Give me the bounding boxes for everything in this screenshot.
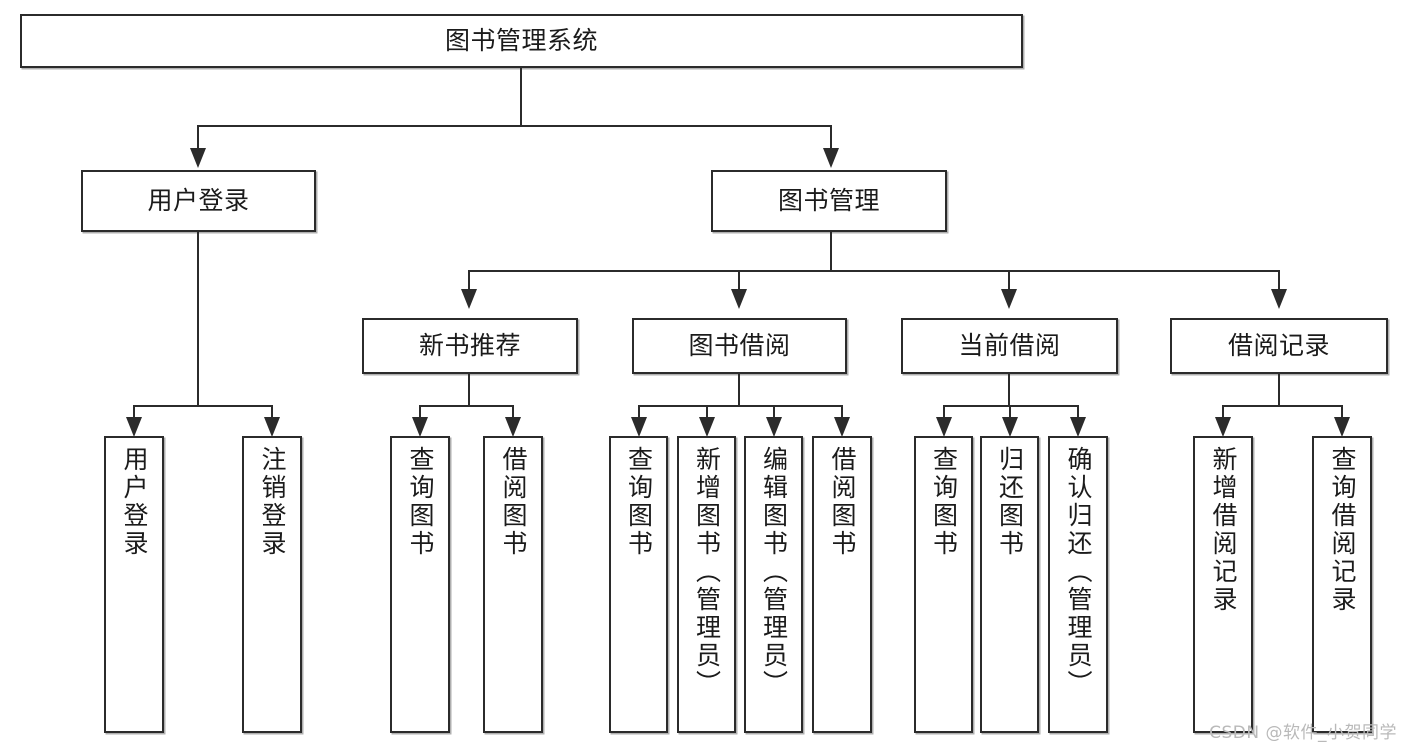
arrow-to-leaf-add-book (699, 417, 715, 437)
node-label: 查询借阅记录 (1328, 446, 1357, 614)
leaf-query-book-recommend[interactable]: 查询图书 (390, 436, 450, 733)
node-label: 新书推荐 (418, 331, 521, 360)
leaf-logout[interactable]: 注销登录 (242, 436, 302, 733)
connector-user-login-bus (133, 405, 272, 407)
connector-current-borrow-drop-2 (1009, 405, 1011, 418)
connector-root-stem (520, 68, 522, 125)
node-label: 归还图书 (995, 446, 1025, 558)
connector-borrow-records-bus (1222, 405, 1342, 407)
arrow-to-user-login (190, 148, 206, 168)
arrow-to-leaf-query-book-3 (936, 417, 952, 437)
arrow-to-leaf-user-login (126, 417, 142, 437)
connector-current-borrow-drop-1 (943, 405, 945, 418)
leaf-confirm-return-admin[interactable]: 确认归还（管理员） (1048, 436, 1108, 733)
arrow-to-leaf-return-book (1002, 417, 1018, 437)
connector-user-login-drop-2 (271, 405, 273, 418)
arrow-to-current-borrow (1001, 289, 1017, 309)
connector-current-borrow-drop-3 (1077, 405, 1079, 418)
node-label: 用户登录 (147, 186, 250, 215)
node-new-book-recommend[interactable]: 新书推荐 (362, 318, 578, 374)
connector-book-borrow-stem (738, 374, 740, 405)
node-label: 确认归还（管理员） (1064, 446, 1093, 698)
connector-new-book-bus (419, 405, 514, 407)
leaf-borrow-book-recommend[interactable]: 借阅图书 (483, 436, 543, 733)
arrow-to-leaf-query-record (1334, 417, 1350, 437)
connector-root-drop-1 (197, 125, 199, 149)
connector-new-book-stem (468, 374, 470, 405)
arrow-to-borrow-records (1271, 289, 1287, 309)
connector-user-login-stem (197, 232, 199, 405)
leaf-edit-book-admin[interactable]: 编辑图书（管理员） (744, 436, 803, 733)
connector-borrow-records-stem (1278, 374, 1280, 405)
leaf-query-borrow-record[interactable]: 查询借阅记录 (1312, 436, 1372, 733)
connector-book-borrow-drop-4 (841, 405, 843, 418)
node-label: 用户登录 (120, 446, 149, 558)
arrow-to-book-borrow (731, 289, 747, 309)
connector-root-bus (197, 125, 832, 127)
node-label: 查询图书 (929, 446, 959, 558)
leaf-query-book-current[interactable]: 查询图书 (914, 436, 973, 733)
node-label: 图书管理 (777, 186, 880, 215)
connector-book-borrow-drop-1 (638, 405, 640, 418)
node-label: 注销登录 (258, 446, 287, 558)
connector-book-borrow-drop-3 (773, 405, 775, 418)
arrow-to-leaf-borrow-book-2 (834, 417, 850, 437)
node-book-borrow[interactable]: 图书借阅 (632, 318, 847, 374)
connector-book-borrow-bus (638, 405, 842, 407)
connector-root-drop-2 (830, 125, 832, 149)
node-label: 查询图书 (406, 446, 435, 558)
arrow-to-leaf-logout (264, 417, 280, 437)
leaf-user-login[interactable]: 用户登录 (104, 436, 164, 733)
connector-book-management-stem (830, 232, 832, 270)
arrow-to-book-management (823, 148, 839, 168)
connector-level3-drop-1 (468, 270, 470, 290)
leaf-return-book[interactable]: 归还图书 (980, 436, 1039, 733)
connector-borrow-records-drop-1 (1222, 405, 1224, 418)
node-label: 编辑图书（管理员） (759, 446, 789, 698)
node-label: 查询图书 (624, 446, 654, 558)
connector-current-borrow-stem (1008, 374, 1010, 405)
connector-level3-bus (468, 270, 1279, 272)
arrow-to-leaf-borrow-book-1 (505, 417, 521, 437)
connector-new-book-drop-2 (512, 405, 514, 418)
node-label: 图书借阅 (688, 331, 791, 360)
leaf-query-book-borrow[interactable]: 查询图书 (609, 436, 668, 733)
node-label: 借阅记录 (1227, 331, 1330, 360)
node-label: 借阅图书 (828, 446, 857, 558)
leaf-add-borrow-record[interactable]: 新增借阅记录 (1193, 436, 1253, 733)
node-label: 借阅图书 (499, 446, 528, 558)
connector-user-login-drop-1 (133, 405, 135, 418)
leaf-add-book-admin[interactable]: 新增图书（管理员） (677, 436, 736, 733)
arrow-to-leaf-query-book-2 (631, 417, 647, 437)
connector-level3-drop-4 (1278, 270, 1280, 290)
arrow-to-new-book-recommend (461, 289, 477, 309)
node-user-login[interactable]: 用户登录 (81, 170, 316, 232)
node-label: 新增图书（管理员） (692, 446, 722, 698)
connector-book-borrow-drop-2 (706, 405, 708, 418)
node-borrow-records[interactable]: 借阅记录 (1170, 318, 1388, 374)
node-label: 当前借阅 (958, 331, 1061, 360)
node-root-book-management-system[interactable]: 图书管理系统 (20, 14, 1023, 68)
node-label: 新增借阅记录 (1209, 446, 1238, 614)
arrow-to-leaf-confirm-return (1070, 417, 1086, 437)
node-book-management[interactable]: 图书管理 (711, 170, 947, 232)
connector-borrow-records-drop-2 (1341, 405, 1343, 418)
leaf-borrow-book[interactable]: 借阅图书 (812, 436, 872, 733)
connector-new-book-drop-1 (419, 405, 421, 418)
connector-level3-drop-2 (738, 270, 740, 290)
connector-level3-drop-3 (1008, 270, 1010, 290)
arrow-to-leaf-query-book-1 (412, 417, 428, 437)
node-current-borrow[interactable]: 当前借阅 (901, 318, 1118, 374)
node-label: 图书管理系统 (444, 26, 598, 55)
arrow-to-leaf-add-record (1215, 417, 1231, 437)
arrow-to-leaf-edit-book (766, 417, 782, 437)
